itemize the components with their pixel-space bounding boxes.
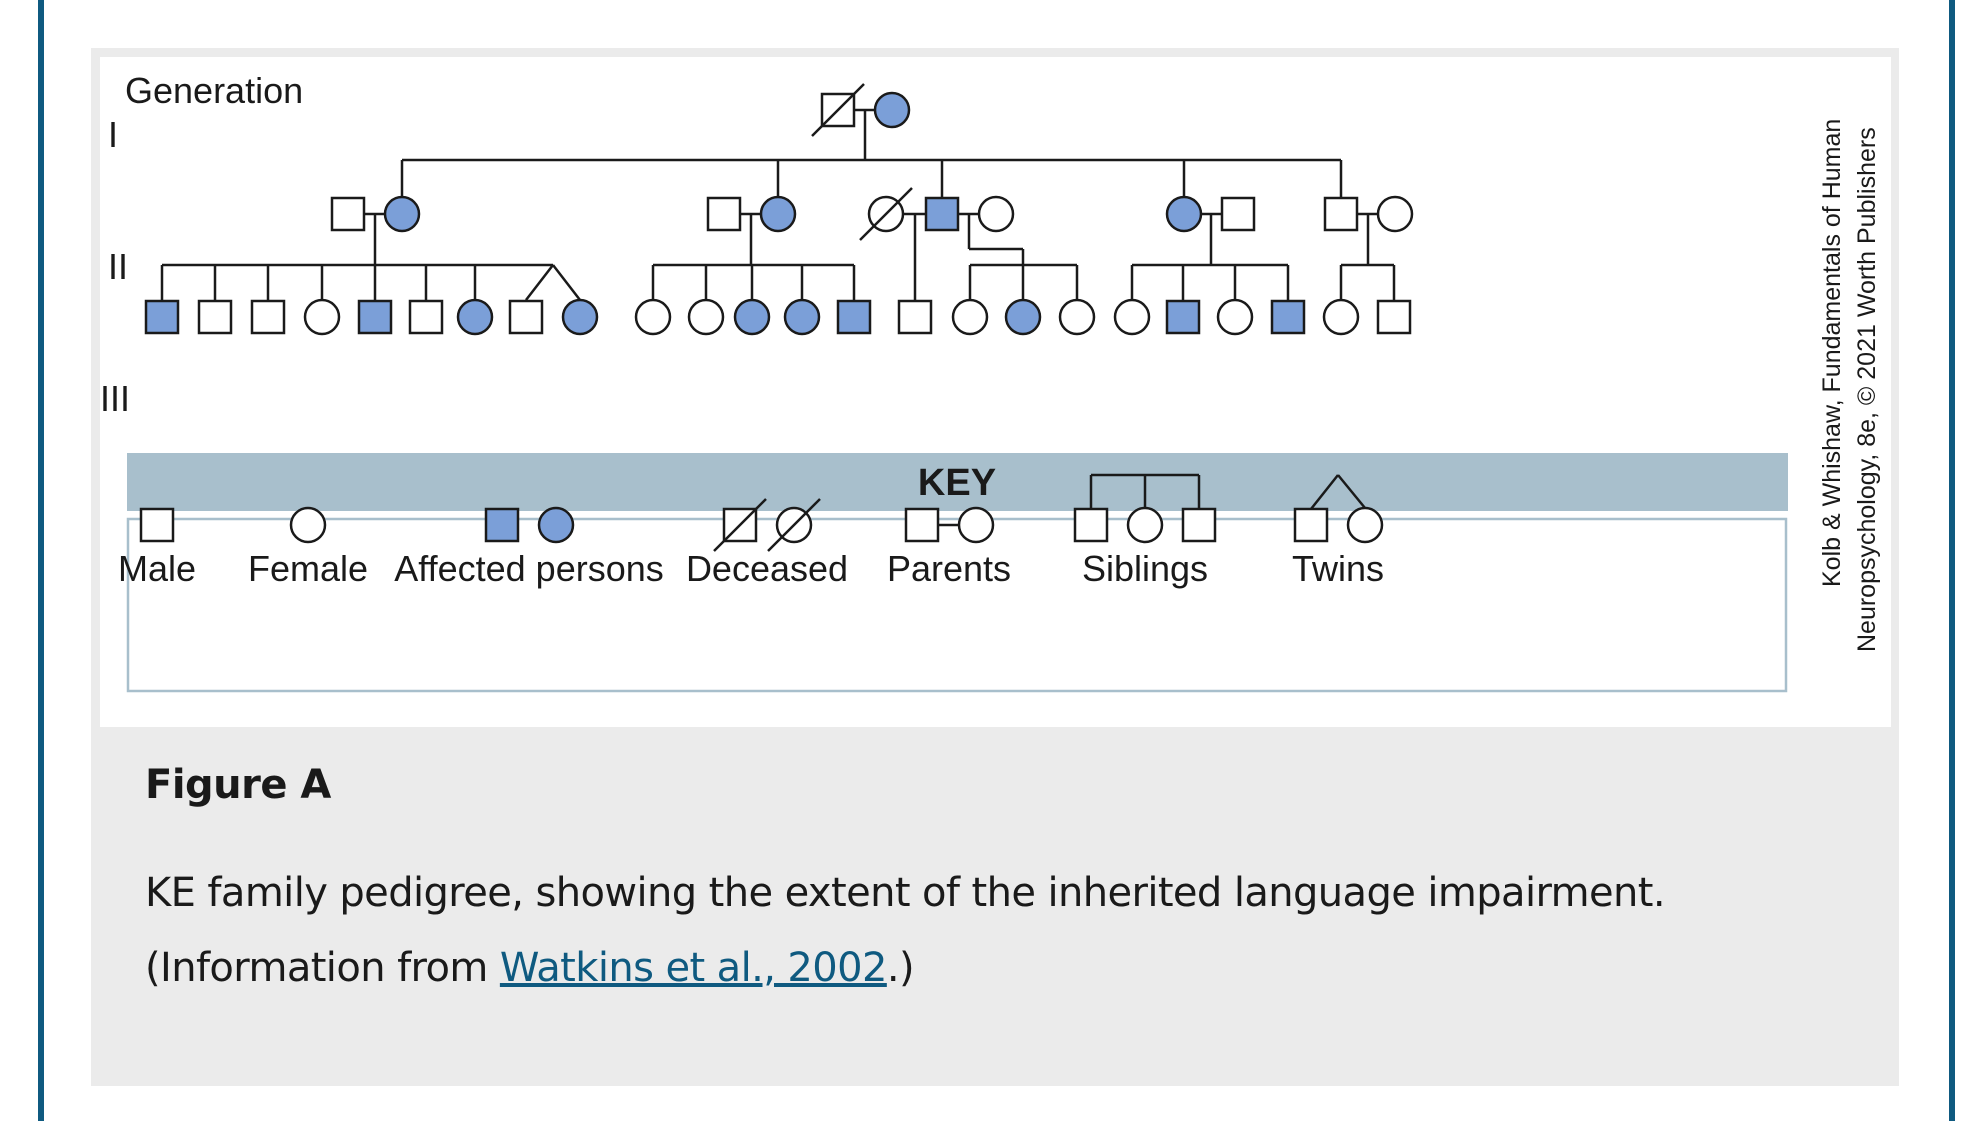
male-symbol [1323,196,1359,232]
key-sibling-female-symbol [1126,506,1164,544]
key-twin-male-symbol [1293,507,1329,543]
citation-link[interactable]: Watkins et al., 2002 [499,945,888,991]
affected-male-symbol [1270,299,1306,335]
key-label-siblings: Siblings [1082,548,1208,589]
caption-line-1: KE family pedigree, showing the extent o… [145,870,1666,916]
deceased-slash [859,187,913,241]
female-symbol [687,298,725,336]
male-symbol [1220,196,1256,232]
affected-female-symbol [759,195,797,233]
affected-female-symbol [383,195,421,233]
right-accent-rule [1949,0,1955,1121]
male-symbol [706,196,742,232]
female-symbol [1322,298,1360,336]
affected-female-symbol [561,298,599,336]
male-symbol [508,299,544,335]
generation-numeral-ii: II [108,246,128,287]
key-label-male: Male [118,548,196,589]
male-symbol [897,299,933,335]
key-affected-male-symbol [484,507,520,543]
figure-caption: Figure A KE family pedigree, showing the… [145,762,1845,1006]
key-parent-female-symbol [957,506,995,544]
generation-label: Generation [125,70,303,111]
caption-title: Figure A [145,762,331,808]
pedigree-figure: Generation I II III KEY Male Female Affe… [100,57,1891,727]
affected-female-symbol [733,298,771,336]
key-twin-female-symbol [1346,506,1384,544]
deceased-slash [811,83,865,137]
key-label-deceased: Deceased [686,548,848,589]
female-symbol [1058,298,1096,336]
affected-female-symbol [456,298,494,336]
key-sibling-male-symbol [1073,507,1109,543]
key-parent-male-symbol [904,507,940,543]
affected-male-symbol [144,299,180,335]
male-symbol [197,299,233,335]
affected-female-symbol [1004,298,1042,336]
female-symbol [634,298,672,336]
affected-male-symbol [836,299,872,335]
male-symbol [250,299,286,335]
male-symbol [1376,299,1412,335]
key-male-symbol [139,507,175,543]
key-affected-female-symbol [537,506,575,544]
key-header-bar [127,453,1788,511]
generation-numeral-iii: III [100,378,130,419]
key-label-parents: Parents [887,548,1011,589]
female-symbol [951,298,989,336]
male-symbol [330,196,366,232]
key-title: KEY [918,462,996,504]
key-label-affected: Affected persons [394,548,664,589]
key-sibling-male-symbol-2 [1181,507,1217,543]
pedigree-diagram: Generation I II III KEY Male Female Affe… [100,70,1881,693]
male-symbol [408,299,444,335]
key-female-symbol [289,506,327,544]
female-symbol [1113,298,1151,336]
deceased-slash [713,498,767,552]
caption-line-2-prefix: (Information from [145,945,500,991]
pedigree-symbols [144,83,1414,336]
female-symbol [1376,195,1414,233]
key-twin-line [1337,474,1366,509]
affected-female-symbol [873,91,911,129]
caption-text: KE family pedigree, showing the extent o… [145,856,1845,1006]
credit-line-1: Kolb & Whishaw, Fundamentals of Human [1818,119,1846,587]
affected-female-symbol [1165,195,1203,233]
key-label-female: Female [248,548,368,589]
generation-numeral-i: I [108,114,118,155]
key-label-twins: Twins [1292,548,1384,589]
affected-female-symbol [783,298,821,336]
key-symbols [139,473,1384,552]
pedigree-lines [160,108,1396,301]
key-twin-line [1310,474,1339,510]
credit-line-2: Neuropsychology, 8e, © 2021 Worth Publis… [1853,127,1881,652]
pedigree-line [552,264,581,301]
affected-male-symbol [1165,299,1201,335]
deceased-slash [767,498,821,552]
affected-male-symbol [357,299,393,335]
female-symbol [977,195,1015,233]
female-symbol [1216,298,1254,336]
left-accent-rule [38,0,44,1121]
affected-male-symbol [924,196,960,232]
female-symbol [303,298,341,336]
caption-line-2-suffix: .) [886,945,915,991]
key-box [126,517,1788,693]
pedigree-line [525,264,554,301]
